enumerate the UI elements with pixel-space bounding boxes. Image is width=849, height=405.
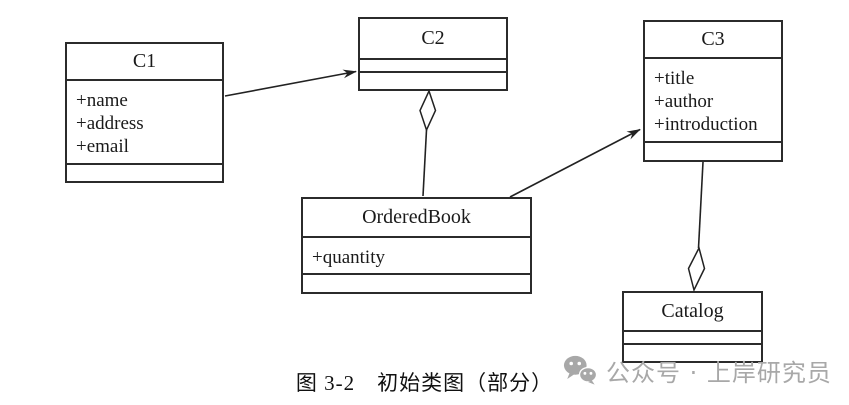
- aggregation-diamond-catalog: [687, 245, 706, 293]
- attribute: +quantity: [312, 247, 385, 268]
- attributes-compartment: [624, 332, 761, 343]
- attribute: +author: [654, 91, 714, 112]
- aggregation-line-c2-orderedbook: [422, 129, 428, 197]
- class-name: C3: [645, 22, 781, 59]
- class-name: OrderedBook: [303, 199, 530, 238]
- wechat-logo-icon: [563, 355, 597, 385]
- methods-compartment: [303, 273, 530, 292]
- attribute: +email: [76, 136, 129, 157]
- attributes-compartment: [360, 60, 506, 71]
- figure-caption: 图 3-2 初始类图（部分）: [295, 371, 554, 395]
- association-orderedbook-to-c3: [509, 128, 641, 198]
- class-box-catalog: Catalog: [622, 291, 763, 363]
- aggregation-diamond-c2: [419, 88, 437, 133]
- attributes-compartment: +quantity: [303, 238, 530, 273]
- methods-compartment: [624, 343, 761, 361]
- attribute: +address: [76, 113, 144, 134]
- attribute: +name: [76, 90, 128, 111]
- class-box-c1: C1 +name +address +email: [65, 42, 224, 183]
- attribute: +introduction: [654, 114, 758, 135]
- watermark: 公众号 · 上岸研究员: [563, 352, 832, 388]
- class-box-orderedbook: OrderedBook +quantity: [301, 197, 532, 294]
- attribute: +title: [654, 68, 695, 89]
- association-c1-to-c2: [224, 69, 357, 97]
- class-name: C1: [67, 44, 222, 81]
- class-box-c2: C2: [358, 17, 508, 91]
- attributes-compartment: +name +address +email: [67, 81, 222, 163]
- class-box-c3: C3 +title +author +introduction: [643, 20, 783, 162]
- class-name: Catalog: [624, 293, 761, 332]
- aggregation-line-catalog-c3: [697, 161, 704, 249]
- methods-compartment: [645, 141, 781, 160]
- class-name: C2: [360, 19, 506, 60]
- methods-compartment: [360, 71, 506, 89]
- attributes-compartment: +title +author +introduction: [645, 59, 781, 141]
- methods-compartment: [67, 163, 222, 181]
- watermark-text: 公众号 · 上岸研究员: [606, 358, 832, 387]
